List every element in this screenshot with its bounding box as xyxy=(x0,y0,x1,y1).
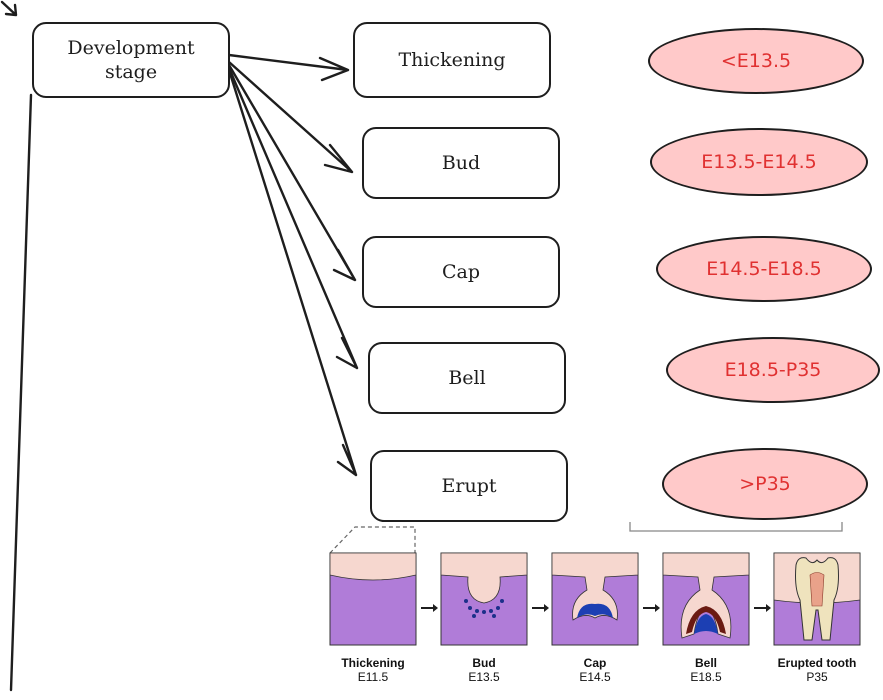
panel-name: Bell xyxy=(694,656,717,670)
stage-box-bell: Bell xyxy=(368,342,566,414)
range-oval-cap: E14.5-E18.5 xyxy=(656,236,872,302)
bracket-line xyxy=(629,522,843,532)
panel-time: E18.5 xyxy=(690,670,722,684)
range-label: E18.5-P35 xyxy=(724,359,822,381)
arrow-to-thickening xyxy=(227,53,350,82)
arrow-to-cap xyxy=(227,63,357,282)
zoom-dash-left xyxy=(329,526,416,554)
panel-thickening xyxy=(329,552,417,646)
range-label: >P35 xyxy=(739,473,791,495)
panel-label-erupted-tooth: Erupted tooth P35 xyxy=(757,656,877,684)
stage-box-erupt: Erupt xyxy=(370,450,568,522)
panel-time: E13.5 xyxy=(468,670,500,684)
range-label: E13.5-E14.5 xyxy=(701,151,817,173)
panel-time: E14.5 xyxy=(579,670,611,684)
panel-name: Thickening xyxy=(341,656,405,670)
panel-bud xyxy=(440,552,528,646)
panel-erupted-tooth xyxy=(773,552,861,646)
root-box-development-stage: Development stage xyxy=(32,22,230,98)
stage-label: Bell xyxy=(448,367,486,389)
root-label-line2: stage xyxy=(104,61,158,83)
stage-label: Bud xyxy=(441,152,481,174)
panel-arrows xyxy=(421,604,771,612)
stage-label: Erupt xyxy=(441,475,497,497)
root-label-line1: Development xyxy=(67,37,195,59)
range-oval-erupt: >P35 xyxy=(662,448,868,520)
panel-label-thickening: Thickening E11.5 xyxy=(318,656,428,684)
stage-box-bud: Bud xyxy=(362,127,560,199)
arrow-to-erupt xyxy=(227,68,358,477)
panel-label-cap: Cap E14.5 xyxy=(540,656,650,684)
stage-box-cap: Cap xyxy=(362,236,560,308)
panel-cap xyxy=(551,552,639,646)
range-oval-bud: E13.5-E14.5 xyxy=(650,128,868,196)
panel-time: P35 xyxy=(806,670,828,684)
stage-label: Thickening xyxy=(398,49,506,71)
panel-label-bud: Bud E13.5 xyxy=(429,656,539,684)
arrow-to-bud xyxy=(227,60,354,174)
arrow-to-bell xyxy=(227,66,359,370)
panel-name: Erupted tooth xyxy=(777,656,857,670)
range-label: E14.5-E18.5 xyxy=(706,258,822,280)
stage-label: Cap xyxy=(441,261,481,283)
range-oval-bell: E18.5-P35 xyxy=(666,337,880,403)
range-oval-thickening: <E13.5 xyxy=(648,28,864,94)
panel-name: Cap xyxy=(583,656,607,670)
panel-bell xyxy=(662,552,750,646)
panel-time: E11.5 xyxy=(357,670,389,684)
stage-box-thickening: Thickening xyxy=(353,22,551,98)
corner-arrow xyxy=(0,0,18,17)
range-label: <E13.5 xyxy=(720,50,792,72)
panel-label-bell: Bell E18.5 xyxy=(651,656,761,684)
left-vertical-line xyxy=(9,93,33,692)
panel-name: Bud xyxy=(472,656,496,670)
